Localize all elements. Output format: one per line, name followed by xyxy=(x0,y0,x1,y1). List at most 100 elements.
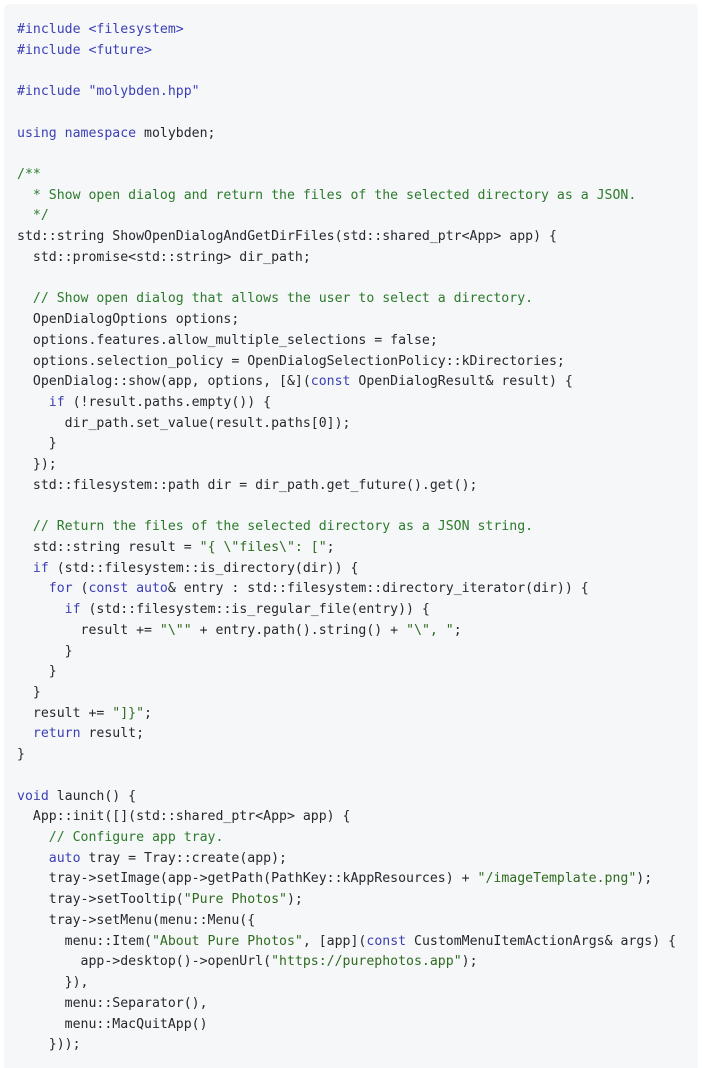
code-line xyxy=(17,269,676,290)
code-line: auto tray = Tray::create(app); xyxy=(17,849,676,870)
code-token: OpenDialogOptions options; xyxy=(17,312,240,328)
code-line xyxy=(17,766,676,787)
code-token: ; xyxy=(326,539,335,555)
code-token: OpenDialog::show(app, options, [&]( xyxy=(17,374,311,390)
code-token: molybden; xyxy=(136,125,216,141)
code-token: std::filesystem::path dir = dir_path.get… xyxy=(17,477,478,493)
code-token: "About Pure Photos" xyxy=(151,933,303,949)
code-line: OpenDialog::show(app, options, [&](const… xyxy=(17,372,676,393)
code-token: ); xyxy=(286,892,303,908)
code-line: tray->setMenu(menu::Menu({ xyxy=(17,911,676,932)
code-line xyxy=(17,144,676,165)
code-token: App::init([](std::shared_ptr<App> app) { xyxy=(17,809,351,825)
code-token: dir_path.set_value(result.paths[0]); xyxy=(17,415,351,431)
code-token: tray->setImage(app->getPath(PathKey::kAp… xyxy=(17,871,478,887)
code-token: app->desktop()->openUrl( xyxy=(17,954,272,970)
code-token: menu::MacQuitApp() xyxy=(17,1016,208,1032)
code-line: // Configure app tray. xyxy=(17,828,676,849)
code-line: * Show open dialog and return the files … xyxy=(17,186,676,207)
code-token: * Show open dialog and return the files … xyxy=(17,187,637,203)
code-token: "]}" xyxy=(112,705,145,721)
code-token: #include "molybden.hpp" xyxy=(17,84,200,100)
code-token: "{ \"files\": [" xyxy=(199,539,327,555)
code-token: } xyxy=(17,685,41,700)
code-token: tray = Tray::create(app); xyxy=(80,850,287,866)
code-line: } xyxy=(17,745,676,766)
code-token: return xyxy=(17,726,81,742)
code-line xyxy=(17,103,676,124)
code-token: ); xyxy=(636,871,653,887)
code-token: (std::filesystem::is_directory(dir)) { xyxy=(48,560,359,576)
code-line: } xyxy=(17,642,676,663)
code-line: for (const auto& entry : std::filesystem… xyxy=(17,579,676,600)
code-token: result += xyxy=(17,705,113,721)
code-token: for xyxy=(17,581,73,597)
code-token: "\", " xyxy=(406,622,454,638)
code-token: + entry.path().string() + xyxy=(191,622,407,638)
code-line: #include "molybden.hpp" xyxy=(17,82,676,103)
code-token: } xyxy=(17,436,57,452)
code-token: auto xyxy=(17,850,81,866)
code-token: if xyxy=(17,560,49,576)
code-token: if xyxy=(17,602,81,618)
code-token: (std::filesystem::is_regular_file(entry)… xyxy=(80,602,430,618)
code-line: menu::Item("About Pure Photos", [app](co… xyxy=(17,932,676,953)
code-line: options.selection_policy = OpenDialogSel… xyxy=(17,352,676,373)
code-token: std::string result = xyxy=(17,539,200,555)
code-line: result += "]}"; xyxy=(17,704,676,725)
code-line: return result; xyxy=(17,724,676,745)
code-token: }); xyxy=(17,457,57,473)
code-line: std::promise<std::string> dir_path; xyxy=(17,248,676,269)
code-token: ; xyxy=(453,622,462,638)
code-token: "Pure Photos" xyxy=(183,892,287,908)
code-line: tray->setImage(app->getPath(PathKey::kAp… xyxy=(17,869,676,890)
code-token: using namespace xyxy=(17,125,137,141)
code-token: ); xyxy=(461,954,478,970)
code-token: options.features.allow_multiple_selectio… xyxy=(17,332,438,348)
code-token: tray->setMenu(menu::Menu({ xyxy=(17,912,256,928)
code-token: ; xyxy=(144,705,152,721)
code-line: tray->setTooltip("Pure Photos"); xyxy=(17,890,676,911)
code-token: menu::Item( xyxy=(17,933,152,949)
code-token: std::string ShowOpenDialogAndGetDirFiles… xyxy=(17,229,557,245)
code-token: // Return the files of the selected dire… xyxy=(17,519,534,535)
code-token: // Show open dialog that allows the user… xyxy=(17,291,534,307)
code-line: }), xyxy=(17,973,676,994)
code-line: // Show open dialog that allows the user… xyxy=(17,289,676,310)
code-line: if (!result.paths.empty()) { xyxy=(17,393,676,414)
code-line: using namespace molybden; xyxy=(17,124,676,145)
code-line: } xyxy=(17,662,676,683)
code-token: const xyxy=(366,933,407,949)
code-line: menu::MacQuitApp() xyxy=(17,1015,676,1036)
code-line: app->desktop()->openUrl("https://purepho… xyxy=(17,952,676,973)
code-token: /** xyxy=(17,167,41,183)
code-token: */ xyxy=(17,208,49,224)
code-token: "https://purephotos.app" xyxy=(271,954,462,970)
code-line: /** xyxy=(17,165,676,186)
code-line: App::init([](std::shared_ptr<App> app) { xyxy=(17,807,676,828)
code-token: } xyxy=(17,664,57,680)
code-token: #include <filesystem> xyxy=(17,22,184,37)
code-listing: #include <filesystem> #include <future> #… xyxy=(17,20,676,1056)
code-token: ( xyxy=(72,581,89,597)
code-line xyxy=(17,61,676,82)
code-line: if (std::filesystem::is_directory(dir)) … xyxy=(17,559,676,580)
code-line: menu::Separator(), xyxy=(17,994,676,1015)
code-line: #include <future> xyxy=(17,41,676,62)
code-line: OpenDialogOptions options; xyxy=(17,310,676,331)
code-line: } xyxy=(17,434,676,455)
code-token: // Configure app tray. xyxy=(17,830,224,846)
code-token: result += xyxy=(17,622,160,638)
code-token: })); xyxy=(17,1037,81,1053)
code-line: void launch() { xyxy=(17,787,676,808)
code-line: */ xyxy=(17,206,676,227)
code-line: })); xyxy=(17,1035,676,1056)
code-token: "/imageTemplate.png" xyxy=(477,871,637,887)
code-line: // Return the files of the selected dire… xyxy=(17,517,676,538)
code-line: options.features.allow_multiple_selectio… xyxy=(17,331,676,352)
code-token: } xyxy=(17,643,73,659)
code-line: result += "\"" + entry.path().string() +… xyxy=(17,621,676,642)
code-line: }); xyxy=(17,455,676,476)
code-line: std::filesystem::path dir = dir_path.get… xyxy=(17,476,676,497)
code-block: #include <filesystem> #include <future> #… xyxy=(4,4,698,1068)
